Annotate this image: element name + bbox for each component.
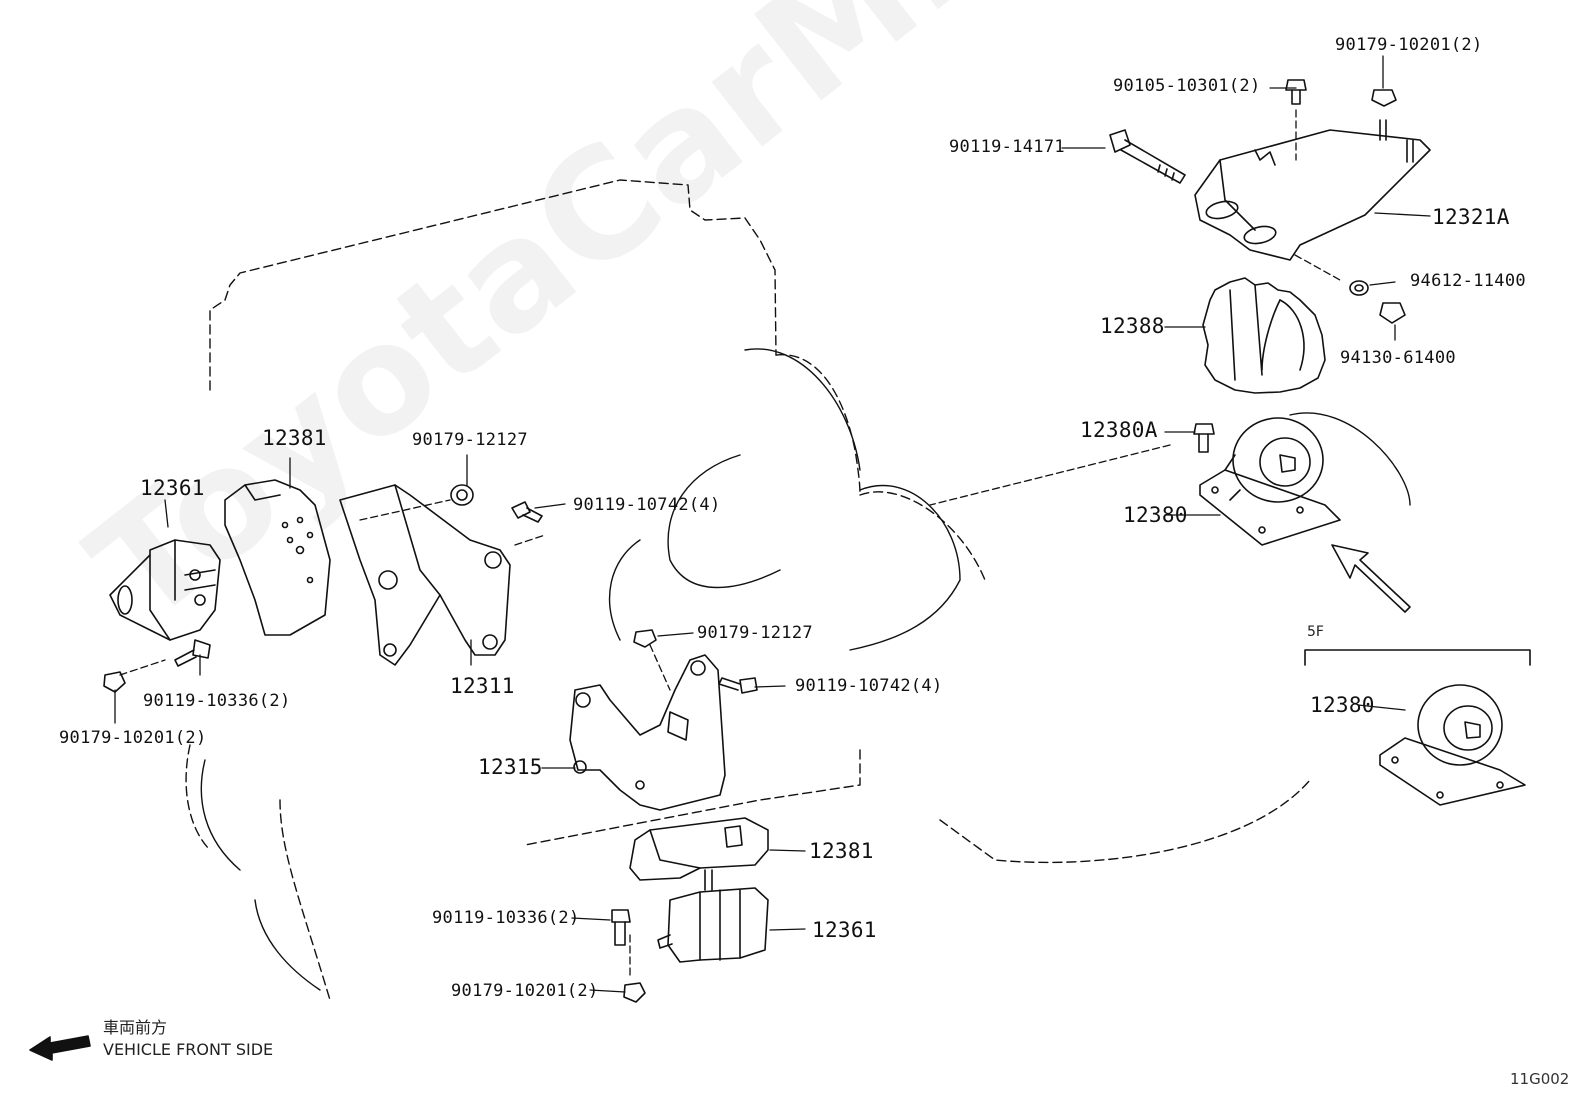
bracket-12321a: [1194, 119, 1431, 261]
insulator-12361-left: [109, 539, 221, 641]
nut-90179-10201-a: [103, 671, 126, 693]
bracket-12311: [339, 484, 511, 666]
label-94130-61400: 94130-61400: [1340, 348, 1456, 368]
variant-bracket: [1304, 649, 1531, 666]
label-12361-bottom: 12361: [812, 918, 877, 942]
nut-90179-12127-b: [633, 629, 657, 648]
bolt-90119-10742-a: [511, 501, 543, 523]
pad-12381-bottom: [629, 817, 769, 881]
direction-arrow: [1331, 544, 1411, 613]
label-90179-10201-top: 90179-10201(2): [1335, 35, 1483, 55]
label-90119-10336-b: 90119-10336(2): [432, 908, 580, 928]
label-90119-14171: 90119-14171: [949, 137, 1065, 157]
label-12311: 12311: [450, 674, 515, 698]
variant-label: 5F: [1307, 624, 1324, 640]
engine-outline: [185, 179, 1311, 1001]
label-12380a: 12380A: [1080, 418, 1158, 442]
pad-12381-left: [224, 479, 331, 636]
label-90119-10742-b: 90119-10742(4): [795, 676, 943, 696]
insulator-12361-bottom: [657, 869, 769, 963]
figure-id: 11G002: [1510, 1070, 1570, 1088]
label-12361-left: 12361: [140, 476, 205, 500]
label-90179-12127-b: 90179-12127: [697, 623, 813, 643]
label-12388: 12388: [1100, 314, 1165, 338]
top-fasteners: [1285, 79, 1406, 324]
label-12380-5f: 12380: [1310, 693, 1375, 717]
label-90179-10201-left: 90179-10201(2): [59, 728, 207, 748]
leader-lines: [114, 55, 1431, 993]
engine-curves: [200, 348, 1411, 991]
label-12321a: 12321A: [1432, 205, 1510, 229]
mount-12380-5f: [1379, 684, 1526, 806]
front-side-label-jp: 車両前方: [103, 1018, 168, 1037]
bolt-12380a: [1193, 423, 1215, 453]
front-side-label-en: VEHICLE FRONT SIDE: [103, 1040, 274, 1059]
bolt-90119-10742-b: [718, 677, 758, 694]
label-12380-main: 12380: [1123, 503, 1188, 527]
label-90179-10201-bottom: 90179-10201(2): [451, 981, 599, 1001]
label-12315: 12315: [478, 755, 543, 779]
bolt-90119-10336-a: [174, 639, 211, 667]
label-12381-left: 12381: [262, 426, 327, 450]
label-90105-10301: 90105-10301(2): [1113, 76, 1261, 96]
bracket-12315: [569, 654, 726, 811]
label-12381-bottom: 12381: [809, 839, 874, 863]
bolt-90119-10336-b: [611, 909, 631, 946]
mount-12380: [1199, 417, 1341, 546]
label-90119-10742-a: 90119-10742(4): [573, 495, 721, 515]
label-90179-12127-a: 90179-12127: [412, 430, 528, 450]
label-94612-11400: 94612-11400: [1410, 271, 1526, 291]
label-90119-10336-a: 90119-10336(2): [143, 691, 291, 711]
front-arrow: [29, 1035, 91, 1061]
nut-90179-10201-b: [623, 982, 646, 1003]
long-bolt: [1109, 129, 1186, 184]
nut-90179-12127-a: [450, 484, 474, 506]
assembly-lines: [119, 109, 1341, 976]
stopper-12388: [1202, 277, 1326, 394]
